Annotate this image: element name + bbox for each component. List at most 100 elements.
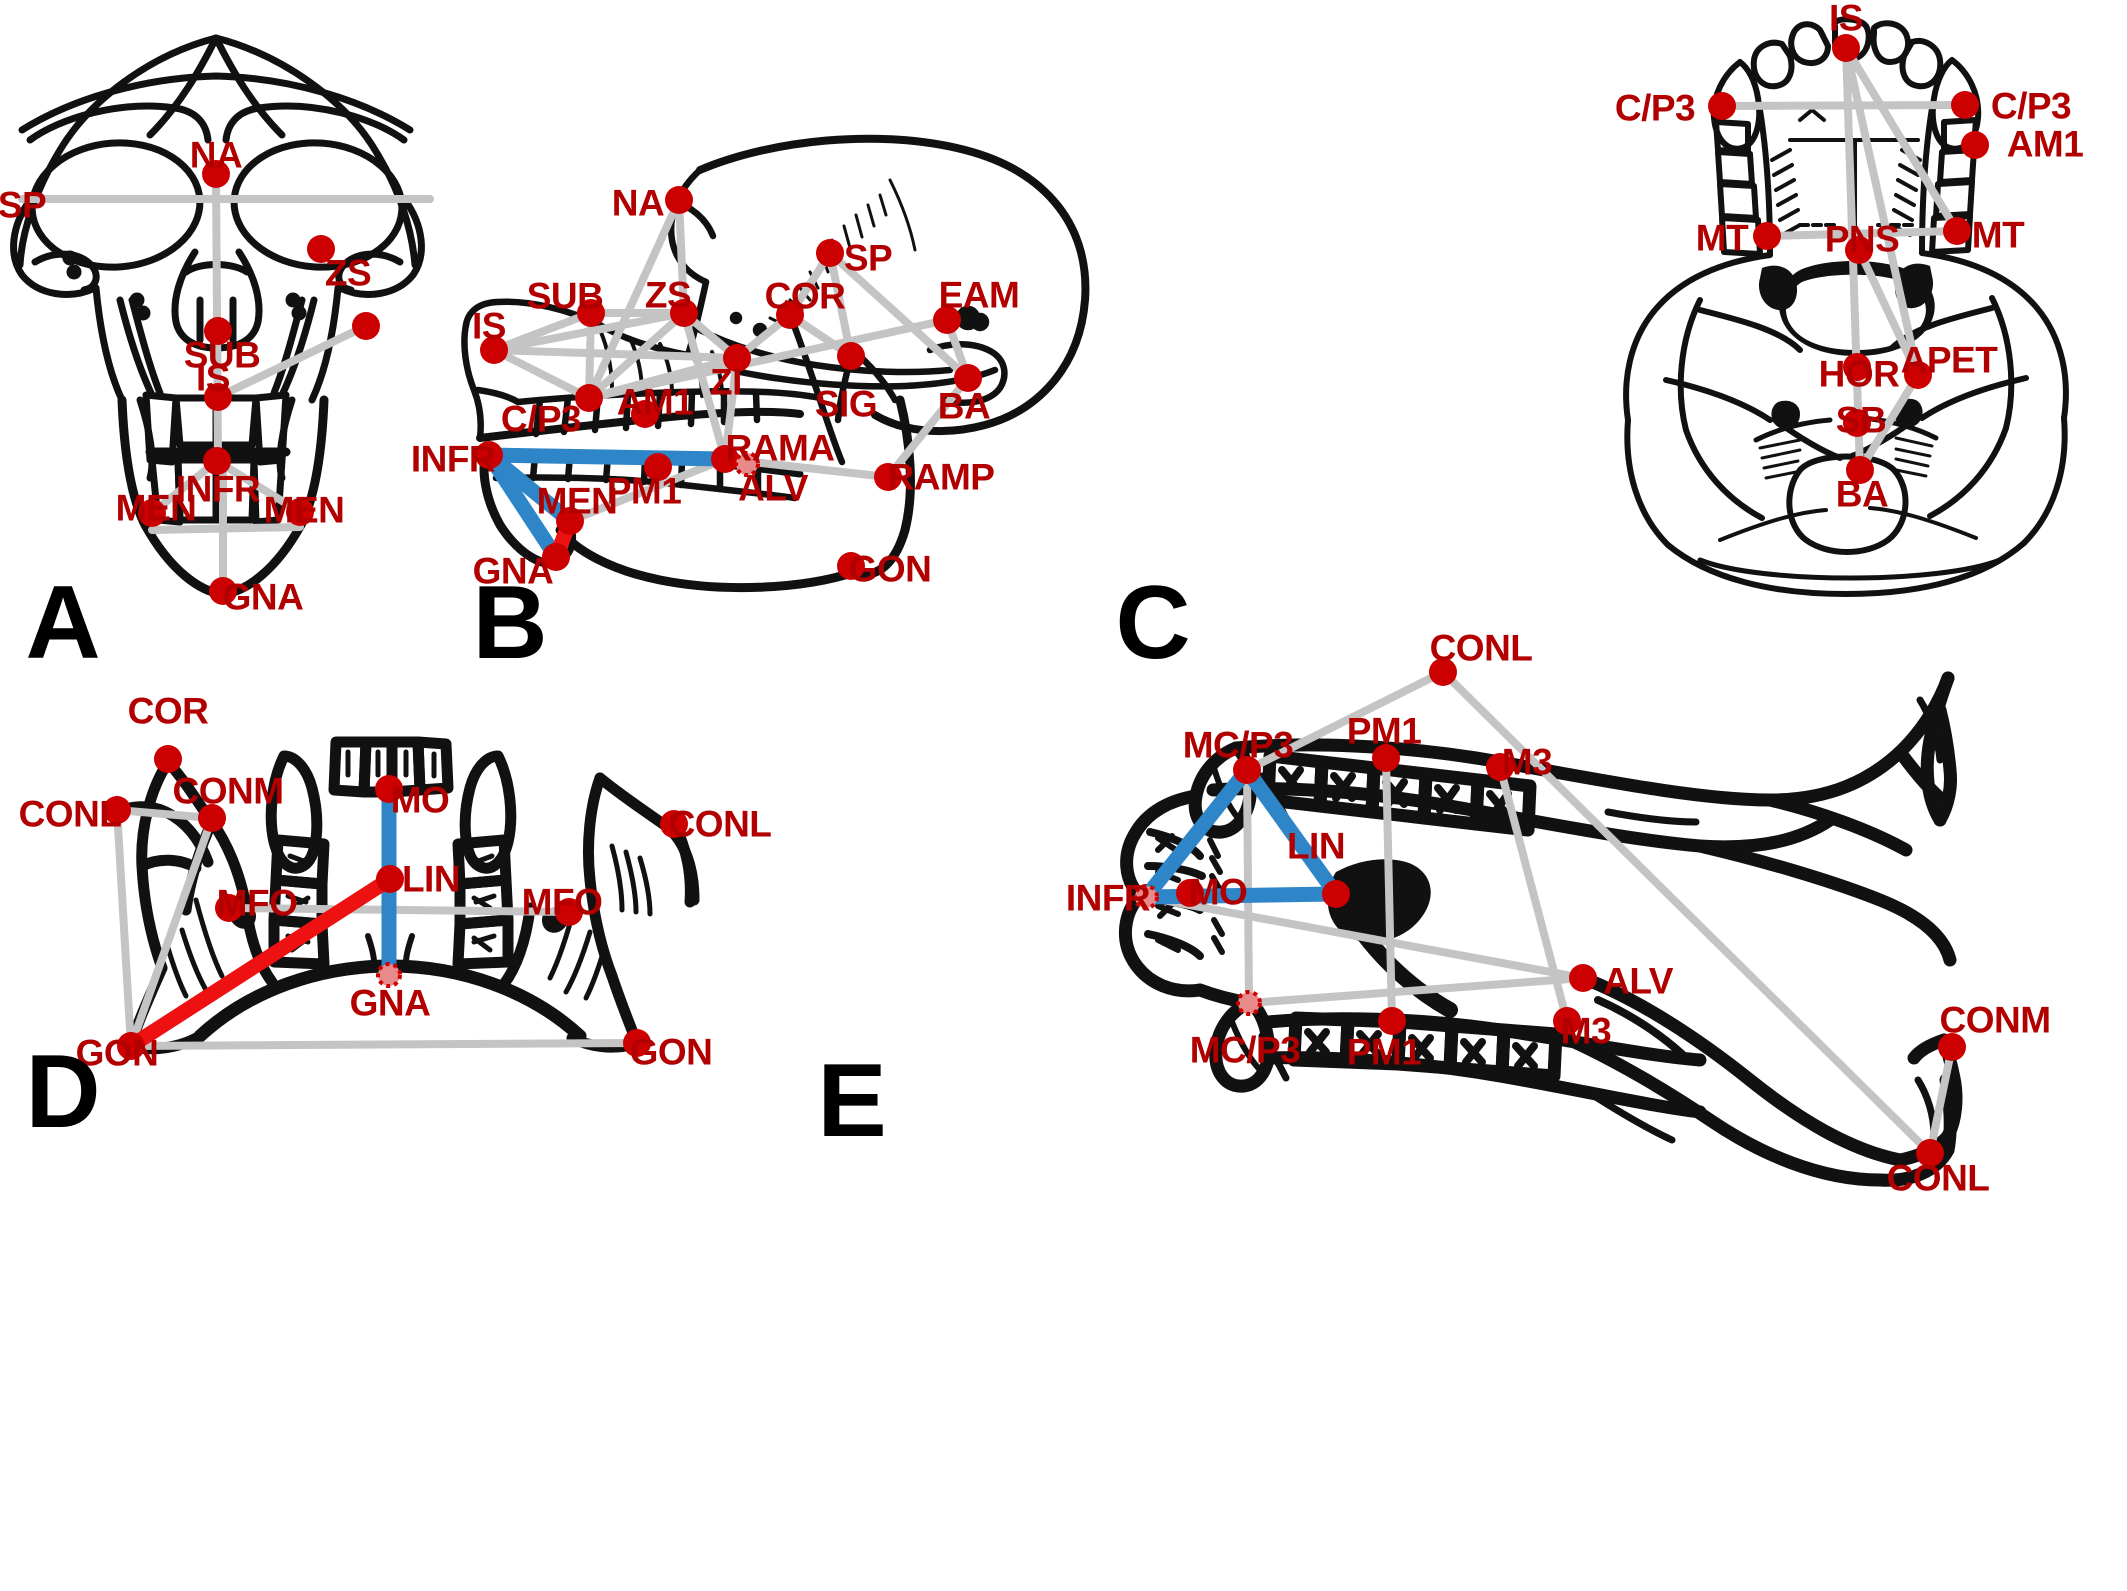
landmark-label-conl_br: CONL	[1886, 1157, 1990, 1199]
gray-link-line	[1243, 668, 1447, 774]
landmark-label-sp: SP	[843, 237, 893, 279]
landmark-label-mt_l: MT	[1695, 217, 1749, 259]
landmark-dot-mt_l	[1753, 222, 1781, 250]
landmark-label-conl_l: CONL	[18, 793, 122, 835]
landmark-dot-mc-p3_b	[1236, 990, 1262, 1016]
landmark-label-ramp: RAMP	[887, 456, 995, 498]
gray-link-line	[1243, 766, 1253, 1007]
gray-link-line	[490, 309, 595, 354]
landmark-label-mc-p3_b: MC/P3	[1189, 1029, 1301, 1071]
landmark-label-conm_br: CONM	[1939, 999, 2051, 1041]
landmark-label-am1: AM1	[616, 381, 694, 423]
landmark-label-zs: ZS	[324, 252, 372, 294]
landmark-label-lin: LIN	[1286, 825, 1346, 867]
landmark-dot-conm_br	[1938, 1033, 1966, 1061]
landmark-label-m3_t: M3	[1501, 741, 1553, 783]
landmark-label-infr: INFR	[1065, 877, 1151, 919]
landmark-dot-eam	[933, 306, 961, 334]
panel-letter-b: B	[472, 565, 548, 681]
landmark-dot-conl_l	[103, 796, 131, 824]
landmark-dot-sig	[837, 342, 865, 370]
landmark-dot-pm1_t	[1372, 744, 1400, 772]
landmark-dot-lin	[1322, 880, 1350, 908]
landmark-dot-men	[556, 507, 584, 535]
landmark-label-gna: GNA	[222, 576, 304, 618]
blue-measure-line	[481, 447, 564, 565]
landmark-dot-cor	[776, 301, 804, 329]
landmark-dot-na	[665, 186, 693, 214]
landmark-dot-na	[202, 160, 230, 188]
landmark-dot-alv	[734, 451, 760, 477]
landmark-dot-zs	[307, 235, 335, 263]
gray-link-line	[113, 806, 216, 822]
landmark-dot-am1	[631, 400, 659, 428]
landmark-label-infr: INFR	[410, 438, 496, 480]
panel-letter-a: A	[25, 565, 101, 681]
gray-link-line	[1842, 44, 1961, 235]
landmark-label-conl_r: CONL	[668, 803, 772, 845]
landmark-label-am1: AM1	[2006, 123, 2084, 165]
landmark-dot-men_r	[286, 498, 314, 526]
landmark-label-c-p3_r: C/P3	[1990, 85, 2072, 127]
landmark-label-men_r: MEN	[263, 489, 345, 531]
landmark-label-gon_l: GON	[75, 1032, 159, 1074]
landmark-label-na: NA	[611, 182, 665, 224]
landmark-dot-sp	[816, 239, 844, 267]
landmark-label-eam: EAM	[938, 274, 1020, 316]
gray-link-line	[1763, 227, 1961, 240]
landmark-label-rama: RAMA	[725, 427, 835, 469]
landmark-label-men_l: MEN	[115, 487, 197, 529]
gray-link-line	[213, 457, 304, 516]
landmark-label-hor: HOR	[1818, 353, 1900, 395]
landmark-label-mfo_r: MFO	[521, 881, 603, 923]
landmark-dot-conm_l	[198, 804, 226, 832]
landmark-label-is: IS	[196, 357, 230, 399]
landmark-label-pm1_b: PM1	[1346, 1031, 1422, 1073]
landmark-dot-conl_r	[660, 810, 688, 838]
landmark-label-sub: SUB	[183, 334, 261, 376]
landmark-dot-pns	[1845, 236, 1873, 264]
landmark-dot-gna	[209, 577, 237, 605]
landmark-label-conl_tr: CONL	[1429, 627, 1533, 669]
landmark-label-mo: MO	[1188, 871, 1248, 913]
landmark-label-conm_l: CONM	[172, 770, 284, 812]
landmark-label-c-p3_l: C/P3	[1614, 87, 1696, 129]
blue-measure-line	[481, 447, 733, 467]
landmark-dot-m3_b	[1553, 1007, 1581, 1035]
gray-link-line	[1382, 754, 1396, 1025]
gray-link-line	[826, 249, 855, 360]
landmark-label-cor: COR	[127, 690, 209, 732]
landmark-label-cor: COR	[764, 275, 846, 317]
landmark-dot-alv	[1569, 964, 1597, 992]
landmark-dot-am1	[1961, 131, 1989, 159]
landmark-dot-mc-p3_t	[1233, 756, 1261, 784]
gray-link-line	[585, 309, 595, 402]
landmark-dot-hor	[1843, 353, 1871, 381]
landmark-label-sp: SP	[0, 184, 47, 226]
landmark-dot-mo	[375, 775, 403, 803]
gray-link-line	[585, 309, 688, 402]
landmark-dot-pm1	[644, 453, 672, 481]
gray-link-line	[1439, 668, 1934, 1157]
landmark-dot-mt_r	[1943, 217, 1971, 245]
landmark-dot-zi	[723, 344, 751, 372]
landmark-dot-ba	[954, 364, 982, 392]
landmark-dot-infr	[203, 447, 231, 475]
landmark-label-gna: GNA	[349, 982, 431, 1024]
landmark-dot-zs2	[352, 312, 380, 340]
gray-link-line	[721, 354, 741, 463]
landmark-dot-lin	[376, 865, 404, 893]
landmark-label-alv: ALV	[738, 467, 808, 509]
landmark-label-m3_b: M3	[1560, 1010, 1612, 1052]
landmark-dot-pm1_b	[1378, 1007, 1406, 1035]
landmark-dot-conl_tr	[1429, 658, 1457, 686]
landmark-label-infr: INFR	[175, 468, 261, 510]
landmark-dot-is	[204, 383, 232, 411]
gray-link-line	[1142, 893, 1587, 982]
gray-link-line	[127, 1039, 641, 1050]
blue-measure-line	[1239, 762, 1344, 902]
gray-link-line	[1855, 246, 1922, 379]
landmark-dot-men_l	[138, 499, 166, 527]
